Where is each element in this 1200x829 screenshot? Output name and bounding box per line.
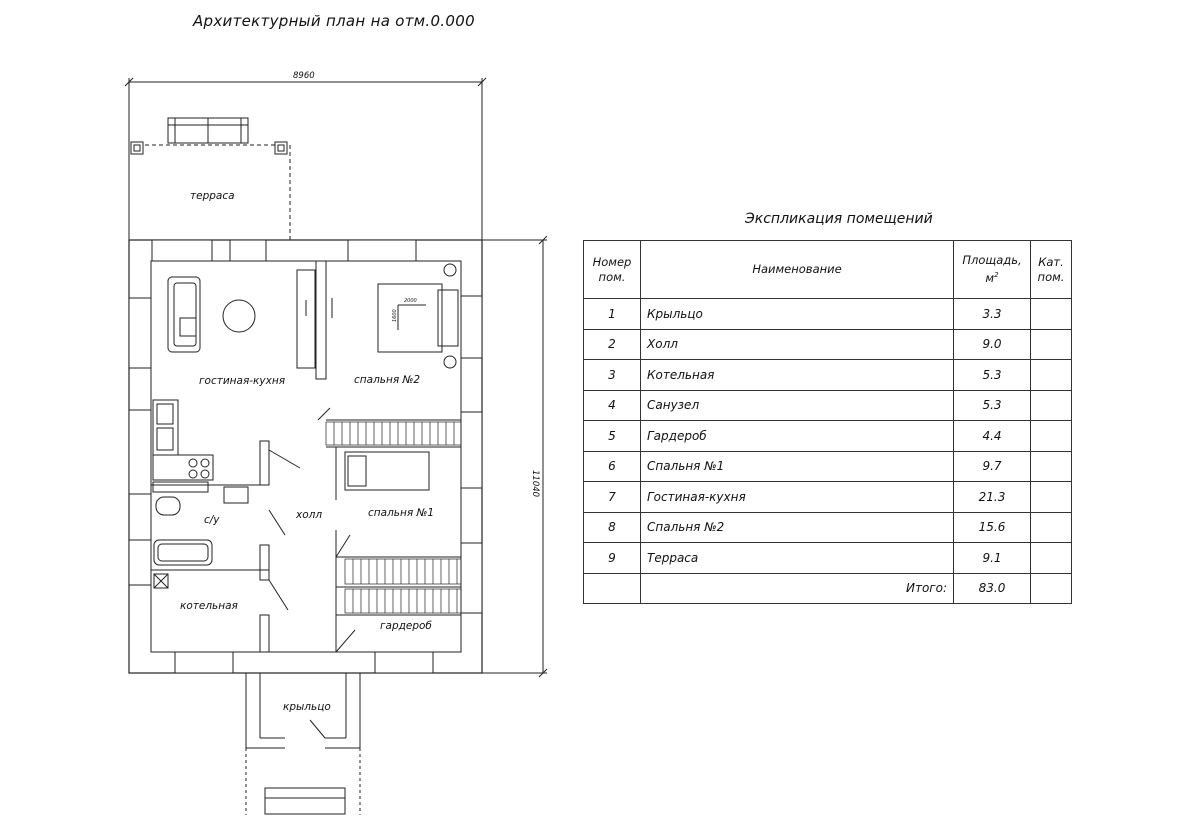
inner-wall xyxy=(150,260,462,653)
room-label-porch: крыльцо xyxy=(283,701,331,713)
total-value: 83.0 xyxy=(953,572,1031,604)
header-number: Номер пом. xyxy=(583,240,641,299)
wardrobe-unit xyxy=(296,269,316,369)
boiler-unit xyxy=(153,573,169,589)
partition-living-bedroom xyxy=(315,260,327,380)
explication-title: Экспликация помещений xyxy=(745,211,933,227)
dim-width-label: 8960 xyxy=(293,71,315,81)
bathtub xyxy=(153,539,213,566)
sink xyxy=(223,486,249,504)
bed-2-width: 1600 xyxy=(392,309,398,322)
toilet xyxy=(155,496,181,516)
room-label-living-kitchen: гостиная-кухня xyxy=(199,375,285,387)
header-name: Наименование xyxy=(640,240,954,299)
room-label-hall: холл xyxy=(295,509,322,521)
total-label: Итого: xyxy=(640,572,954,604)
bed-1 xyxy=(344,451,430,491)
room-label-boiler: котельная xyxy=(180,600,238,612)
bed-2 xyxy=(377,283,443,353)
sofa xyxy=(167,276,201,353)
explication-table: Номер пом. Наименование Площадь, м2 Кат.… xyxy=(583,240,1072,604)
room-label-terrace: терраса xyxy=(190,190,235,202)
room-label-bedroom1: спальня №1 xyxy=(368,507,434,519)
plan-title: Архитектурный план на отм.0.000 xyxy=(193,12,475,30)
bed-2-length: 2000 xyxy=(404,298,417,304)
porch xyxy=(245,673,361,815)
room-label-bedroom2: спальня №2 xyxy=(354,374,420,386)
header-category: Кат. пом. xyxy=(1030,240,1072,299)
table-total-row: Итого:83.0 xyxy=(583,572,1072,604)
header-area: Площадь, м2 xyxy=(953,240,1031,299)
room-label-bathroom: с/у xyxy=(204,514,220,526)
table-header-row: Номер пом. Наименование Площадь, м2 Кат.… xyxy=(583,240,1072,299)
round-table xyxy=(222,299,256,333)
floor-plan: 8960 11040 терраса гостиная-кухня спальн… xyxy=(124,71,548,815)
dim-height-label: 11040 xyxy=(530,470,540,497)
terrace xyxy=(128,117,291,240)
room-label-wardrobe: гардероб xyxy=(380,620,432,632)
